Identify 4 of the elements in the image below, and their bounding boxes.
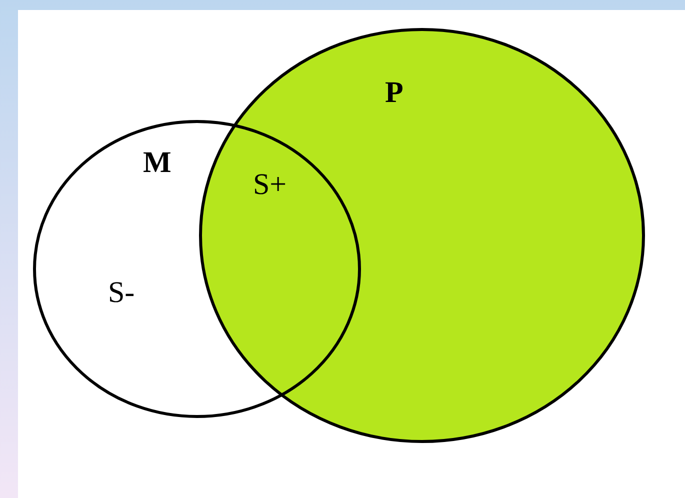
set-label: P (385, 78, 404, 108)
region-label: S+ (253, 170, 287, 200)
set-label: M (143, 148, 172, 178)
region-label: S- (108, 278, 135, 308)
